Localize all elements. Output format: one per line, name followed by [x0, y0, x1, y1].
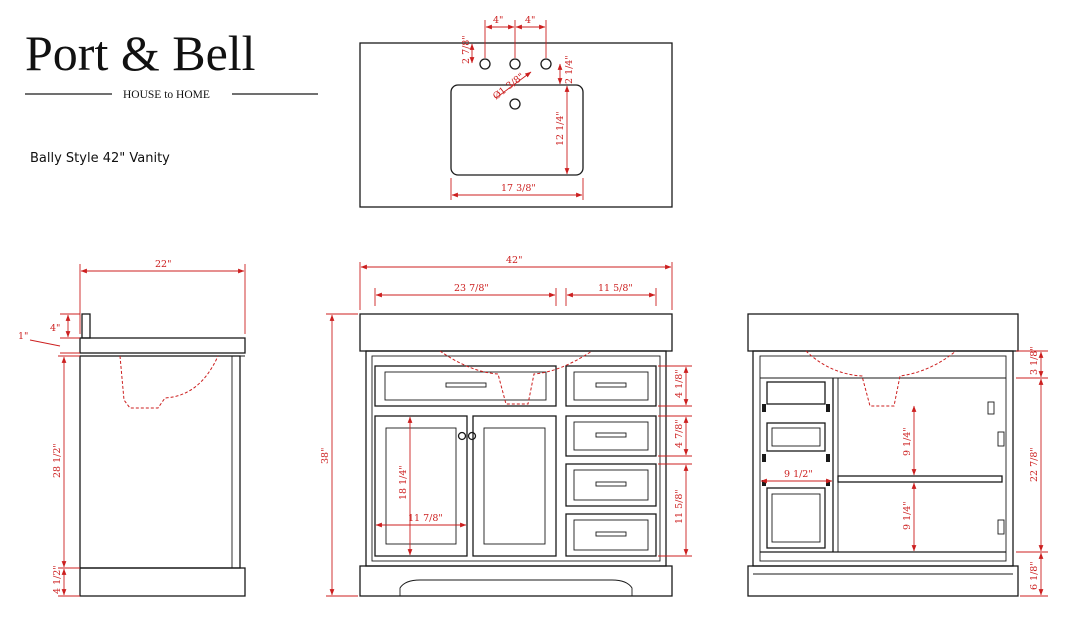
dim-upper-shelf: 9 1/4": [902, 427, 913, 456]
drawer-box-2: [766, 422, 826, 452]
dim-base-height: 6 1/8": [1029, 561, 1040, 590]
door-right: [472, 415, 557, 557]
dim-faucet-spacing-left: 4": [493, 15, 503, 26]
dim-faucet-spacing-right: 4": [525, 15, 535, 26]
drawer-1-handle: [595, 382, 627, 388]
dim-cabinet-height: 28 1/2": [52, 443, 63, 478]
drawer-2: [565, 415, 657, 457]
faucet-hole-right: [540, 58, 552, 70]
interior-cabinet: [752, 350, 1014, 567]
dim-drawer-1-height: 4 1/8": [674, 369, 685, 398]
side-basin-hidden: [119, 355, 219, 409]
drawer-3-handle: [595, 481, 627, 487]
dim-overall-width: 42": [506, 255, 522, 266]
dim-drawer-2-height: 4 7/8": [674, 419, 685, 448]
side-countertop: [79, 337, 246, 354]
drawer-2-handle: [595, 432, 627, 438]
dim-basin-depth: 12 1/4": [555, 111, 566, 146]
side-view: 22" 4" 1" 28 1/2" 4 1/2": [18, 259, 246, 597]
front-view: 42" 23 7/8" 11 5/8" 38" 18 1/4" 11 7/8": [320, 255, 692, 597]
dim-faucet-offset: 2 7/8": [461, 35, 472, 64]
drawer-4: [565, 513, 657, 557]
faucet-hole-center: [509, 58, 521, 70]
product-title: Bally Style 42" Vanity: [30, 151, 170, 166]
interior-shelf: [837, 475, 1003, 483]
front-basin-hidden: [439, 350, 593, 405]
dim-lower-shelf: 9 1/4": [902, 501, 913, 530]
door-knob-left: [457, 431, 467, 441]
dim-drawer-3-height: 11 5/8": [674, 489, 685, 524]
top-view: 4" 4" 2 7/8" Ø1 3/8" 2 1/4" 12 1/4" 17 3…: [359, 15, 673, 208]
drawer-3: [565, 463, 657, 507]
drawer-1: [565, 365, 657, 407]
dim-basin-width: 17 3/8": [501, 183, 536, 194]
drain-hole: [509, 98, 521, 110]
door-left: [374, 415, 468, 557]
dim-sink-section-width: 23 7/8": [454, 283, 489, 294]
dim-backsplash: 4": [50, 323, 60, 334]
basin-outline: [450, 84, 584, 176]
interior-view: 9 1/4" 9 1/4" 9 1/2" 3 1/8" 22 7/8" 6 1/…: [747, 313, 1048, 597]
front-countertop: [359, 313, 673, 352]
dim-hole-diameter: Ø1 3/8": [491, 71, 527, 102]
interior-basin-hidden: [805, 350, 957, 407]
dim-toe-kick: 4 1/2": [52, 565, 63, 594]
brand-name: Port & Bell: [25, 25, 256, 81]
door-knob-right: [467, 431, 477, 441]
dim-overall-height: 38": [320, 448, 331, 464]
dim-drawer-stack-width: 11 5/8": [598, 283, 633, 294]
drawer-4-handle: [595, 531, 627, 537]
dim-interior-height: 22 7/8": [1029, 447, 1040, 482]
faucet-hole-left: [479, 58, 491, 70]
interior-base: [747, 565, 1019, 597]
interior-countertop: [747, 313, 1019, 352]
side-cabinet-panel: [79, 355, 241, 569]
dim-top-rail: 3 1/8": [1029, 346, 1040, 375]
brand-logo: Port & Bell HOUSE to HOME: [25, 25, 318, 101]
dim-door-width: 11 7/8": [408, 513, 443, 524]
drawer-box-1: [766, 381, 826, 405]
drawer-box-3: [766, 487, 826, 549]
front-base: [359, 565, 673, 597]
brand-tagline: HOUSE to HOME: [123, 89, 210, 101]
false-drawer-handle: [445, 382, 487, 388]
front-false-drawer: [374, 365, 557, 407]
side-base: [79, 567, 246, 597]
backsplash: [81, 313, 91, 339]
dim-side-depth: 22": [155, 259, 171, 270]
dim-rim-offset: 2 1/4": [564, 55, 575, 84]
dim-door-height: 18 1/4": [398, 465, 409, 500]
dim-top-thickness: 1": [18, 331, 28, 342]
countertop-outline: [359, 42, 673, 208]
dim-shelf-depth: 9 1/2": [784, 469, 813, 480]
